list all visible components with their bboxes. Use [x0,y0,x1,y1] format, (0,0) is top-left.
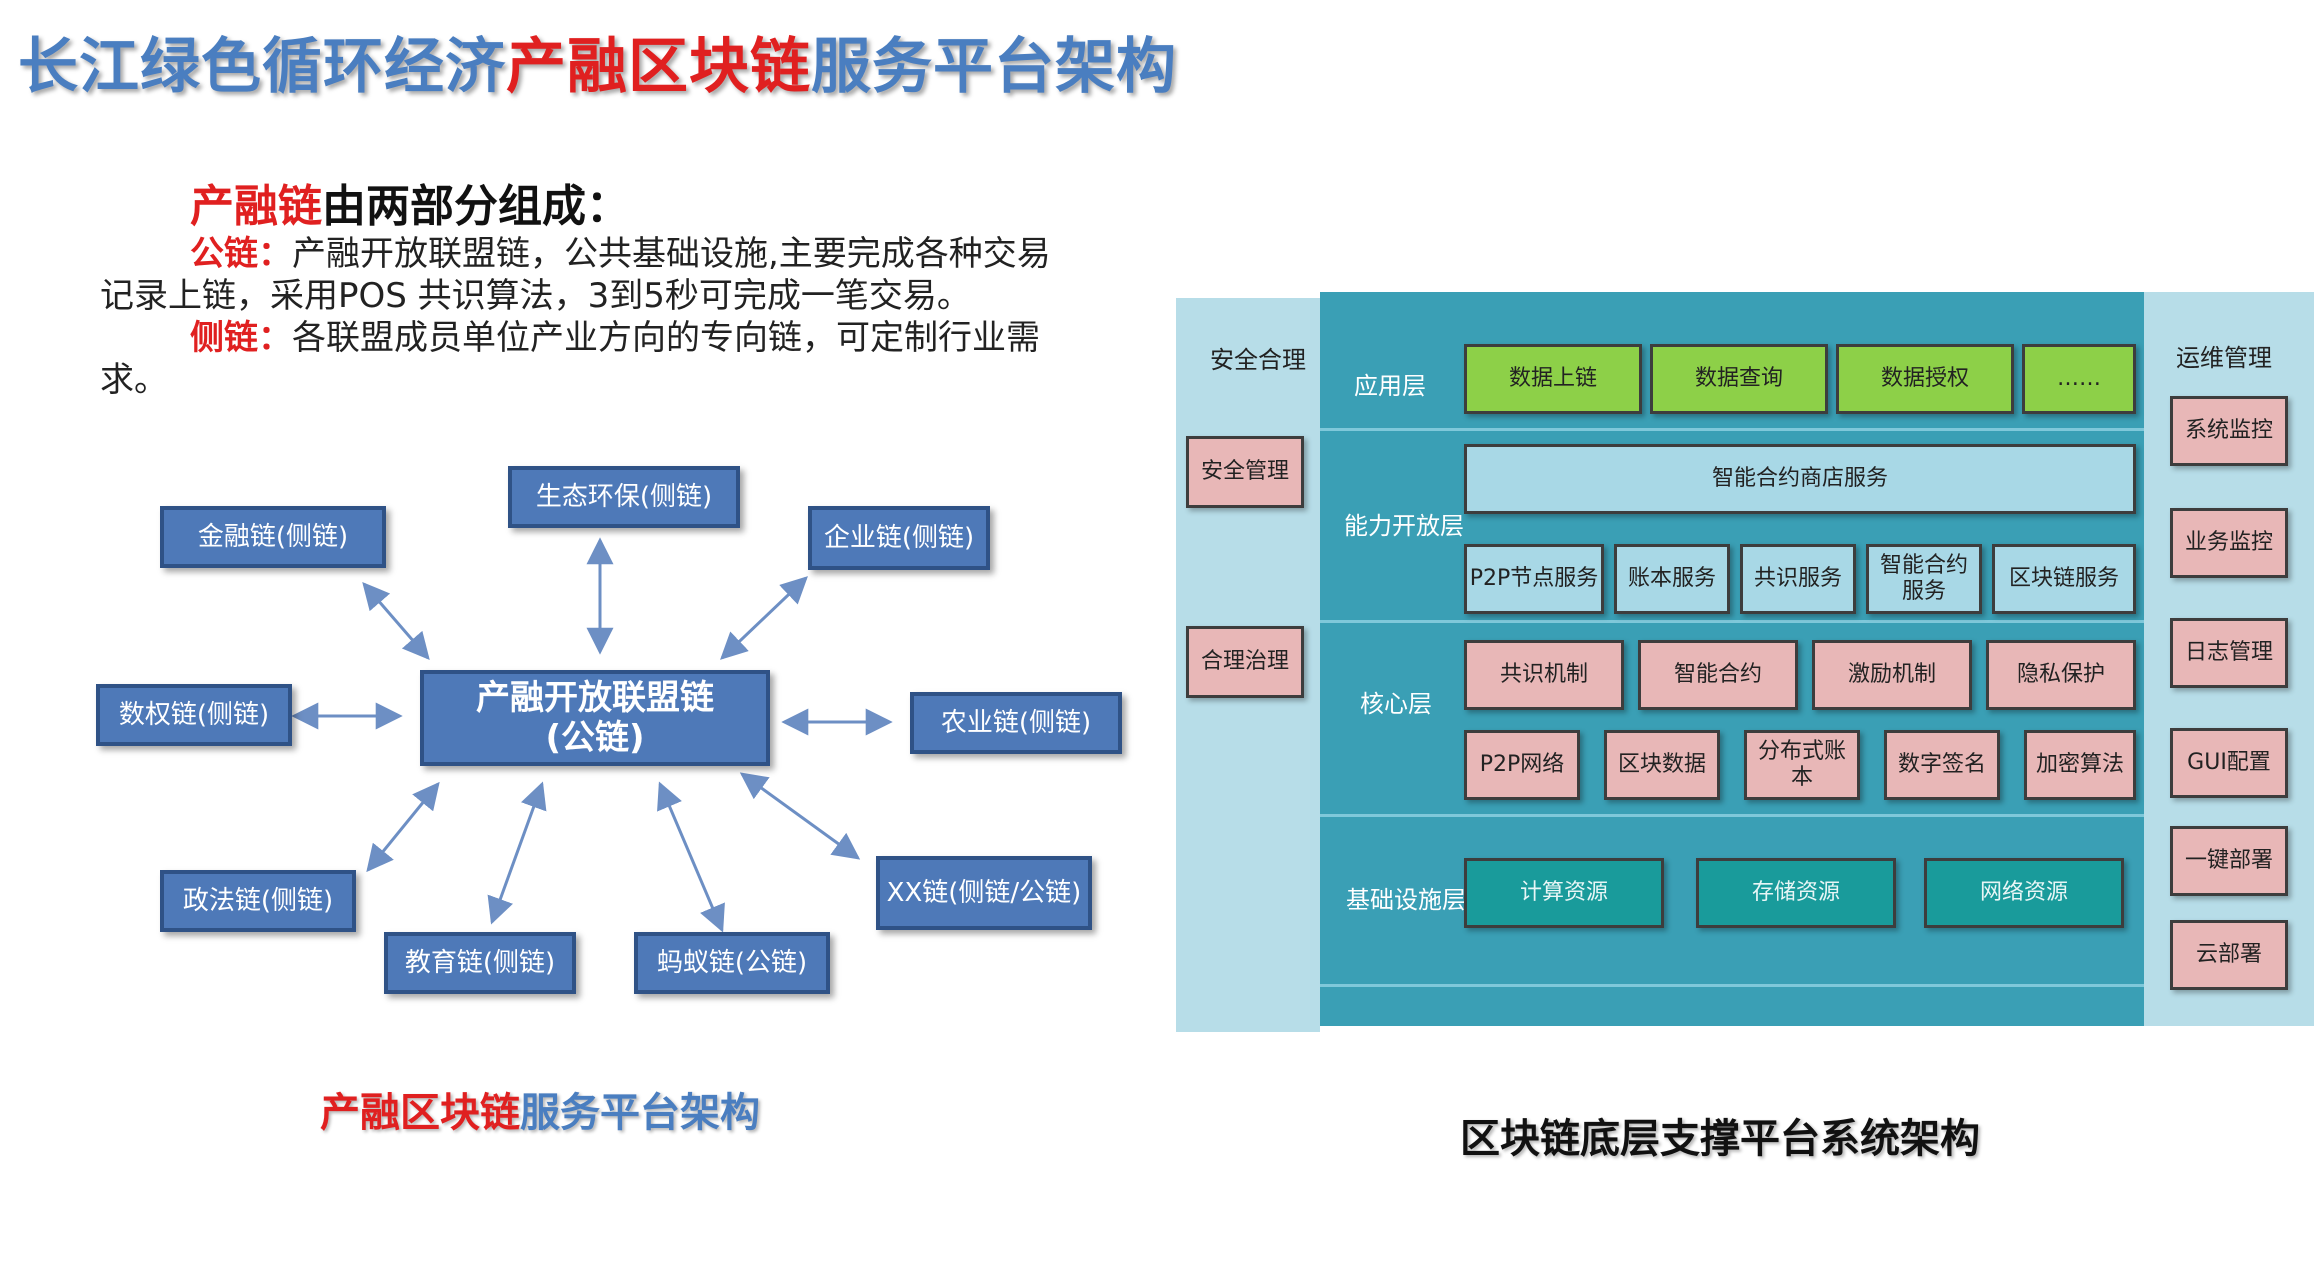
arrow-ant [657,781,725,933]
left-diagram-caption: 产融区块链服务平台架构 [320,1080,760,1138]
network-resources-box: 网络资源 [1924,858,2124,928]
chain-connector-arrows [291,537,893,933]
storage-resources-box: 存储资源 [1696,858,1896,928]
operations-title: 运维管理 [2176,344,2272,372]
layer-divider-1 [1320,428,2144,431]
left-caption-blue: 服务平台架构 [520,1090,760,1136]
core-layer-label: 核心层 [1360,690,1432,718]
log-management-box: 日志管理 [2170,618,2288,688]
node-datarights-chain: 数权链(侧链) [96,684,292,746]
compute-resources-box: 计算资源 [1464,858,1664,928]
gui-config-box: GUI配置 [2170,728,2288,798]
smart-contract-store-box: 智能合约商店服务 [1464,444,2136,514]
governance-box: 合理治理 [1186,626,1304,698]
capability-layer-label: 能力开放层 [1344,512,1464,540]
arrow-politics [366,781,440,873]
public-chain-label: 公链： [190,234,292,274]
arrow-finance [362,581,430,661]
node-finance-chain: 金融链(侧链) [160,506,386,568]
side-chain-label: 侧链： [190,318,292,358]
node-ecology-chain: 生态环保(侧链) [508,466,740,528]
data-query-box: 数据查询 [1650,344,1828,414]
public-chain-line-2: 记录上链，采用POS 共识算法，3到5秒可完成一笔交易。 [100,276,971,316]
infra-layer-label: 基础设施层 [1346,886,1466,914]
node-ant-chain: 蚂蚁链(公链) [634,932,830,994]
arrow-education [487,781,547,925]
cloud-deploy-box: 云部署 [2170,920,2288,990]
block-data-box: 区块数据 [1604,730,1720,800]
distributed-ledger-box: 分布式账本 [1744,730,1860,800]
security-management-box: 安全管理 [1186,436,1304,508]
system-monitoring-box: 系统监控 [2170,396,2288,466]
node-education-chain: 教育链(侧链) [384,932,576,994]
node-agriculture-chain: 农业链(侧链) [910,692,1122,754]
ledger-service-box: 账本服务 [1614,544,1730,614]
layer-divider-2 [1320,620,2144,623]
smart-contract-box: 智能合约 [1638,640,1798,710]
title-part-2: 产融区块链 [506,32,811,102]
page-title: 长江绿色循环经济产融区块链服务平台架构 [18,18,1177,105]
layer-divider-3 [1320,814,2144,817]
app-layer-label: 应用层 [1354,372,1426,400]
public-chain-text-1: 产融开放联盟链，公共基础设施,主要完成各种交易 [292,234,1051,274]
security-governance-title: 安全合理 [1210,346,1306,374]
layer-divider-4 [1320,984,2144,987]
center-node-line-1: 产融开放联盟链 [476,678,714,718]
p2p-node-service-box: P2P节点服务 [1464,544,1604,614]
encryption-algorithm-box: 加密算法 [2024,730,2136,800]
node-politics-chain: 政法链(侧链) [160,870,356,932]
p2p-network-box: P2P网络 [1464,730,1580,800]
privacy-protection-box: 隐私保护 [1986,640,2136,710]
center-node-line-2: (公链) [545,718,645,758]
consensus-mechanism-box: 共识机制 [1464,640,1624,710]
intro-heading-red: 产融链 [190,181,322,232]
data-onchain-box: 数据上链 [1464,344,1642,414]
smart-contract-service-box: 智能合约服务 [1866,544,1982,614]
data-authorization-box: 数据授权 [1836,344,2014,414]
one-click-deploy-box: 一键部署 [2170,826,2288,896]
node-xx-chain: XX链(侧链/公链) [876,856,1092,930]
left-caption-red: 产融区块链 [320,1090,520,1136]
arrow-xx [739,772,861,860]
business-monitoring-box: 业务监控 [2170,508,2288,578]
side-chain-text-1: 各联盟成员单位产业方向的专向链，可定制行业需 [292,318,1040,358]
side-chain-line-1: 侧链：各联盟成员单位产业方向的专向链，可定制行业需 [190,310,1040,359]
node-enterprise-chain: 企业链(侧链) [808,506,990,570]
title-part-3: 服务平台架构 [811,32,1177,102]
blockchain-service-box: 区块链服务 [1992,544,2136,614]
arrow-enterprise [720,576,808,660]
consensus-service-box: 共识服务 [1740,544,1856,614]
intro-heading-rest: 由两部分组成： [322,181,630,232]
intro-heading: 产融链由两部分组成： [190,170,630,234]
title-part-1: 长江绿色循环经济 [18,32,506,102]
digital-signature-box: 数字签名 [1884,730,2000,800]
incentive-mechanism-box: 激励机制 [1812,640,1972,710]
side-chain-line-2: 求。 [100,360,168,400]
node-alliance-public-chain: 产融开放联盟链 (公链) [420,670,770,766]
public-chain-line-1: 公链：产融开放联盟链，公共基础设施,主要完成各种交易 [190,226,1051,275]
right-diagram-caption: 区块链底层支撑平台系统架构 [1460,1116,1980,1162]
app-more-box: …… [2022,344,2136,414]
